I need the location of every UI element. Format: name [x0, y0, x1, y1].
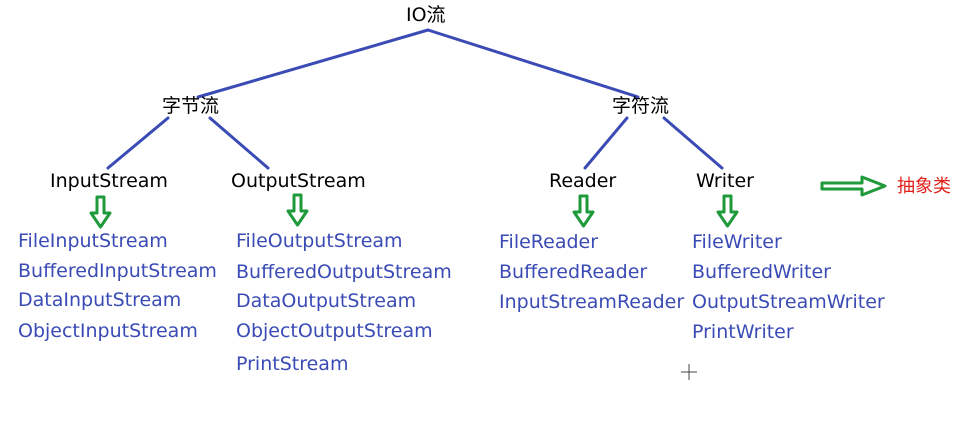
- output-class-item: FileOutputStream: [236, 230, 403, 252]
- input-class-item: BufferedInputStream: [18, 260, 217, 282]
- edge-bytestream-outputstream: [208, 116, 270, 170]
- node-byte-stream: 字节流: [162, 95, 220, 117]
- node-inputstream: InputStream: [50, 170, 168, 192]
- output-class-item: BufferedOutputStream: [236, 261, 452, 283]
- input-class-item: ObjectInputStream: [18, 320, 198, 342]
- writer-class-item: FileWriter: [692, 231, 782, 253]
- right-arrow-abstract: [820, 175, 887, 197]
- input-class-item: DataInputStream: [18, 289, 182, 311]
- node-io-root: IO流: [406, 4, 446, 26]
- edge-root-bytestream: [196, 28, 430, 99]
- reader-class-item: InputStreamReader: [499, 291, 685, 313]
- writer-class-item: PrintWriter: [692, 321, 794, 343]
- node-reader: Reader: [549, 170, 617, 192]
- edge-charstream-writer: [662, 116, 724, 170]
- output-class-item: ObjectOutputStream: [236, 320, 433, 342]
- node-char-stream: 字符流: [612, 95, 670, 117]
- down-arrow-writer: [716, 194, 739, 228]
- abstract-class-note: 抽象类: [897, 176, 951, 197]
- node-outputstream: OutputStream: [231, 170, 366, 192]
- cursor-icon: [681, 364, 697, 380]
- edge-root-charstream: [426, 28, 640, 99]
- output-class-item: PrintStream: [236, 353, 349, 375]
- writer-class-item: BufferedWriter: [692, 261, 831, 283]
- node-writer: Writer: [696, 170, 754, 192]
- edge-charstream-reader: [583, 116, 629, 170]
- input-class-item: FileInputStream: [18, 230, 168, 252]
- edge-bytestream-inputstream: [106, 116, 170, 170]
- reader-class-item: BufferedReader: [499, 261, 648, 283]
- down-arrow-reader: [572, 194, 595, 228]
- down-arrow-outputstream: [286, 193, 309, 227]
- writer-class-item: OutputStreamWriter: [692, 291, 885, 313]
- reader-class-item: FileReader: [499, 231, 599, 253]
- down-arrow-inputstream: [89, 195, 112, 229]
- output-class-item: DataOutputStream: [236, 290, 417, 312]
